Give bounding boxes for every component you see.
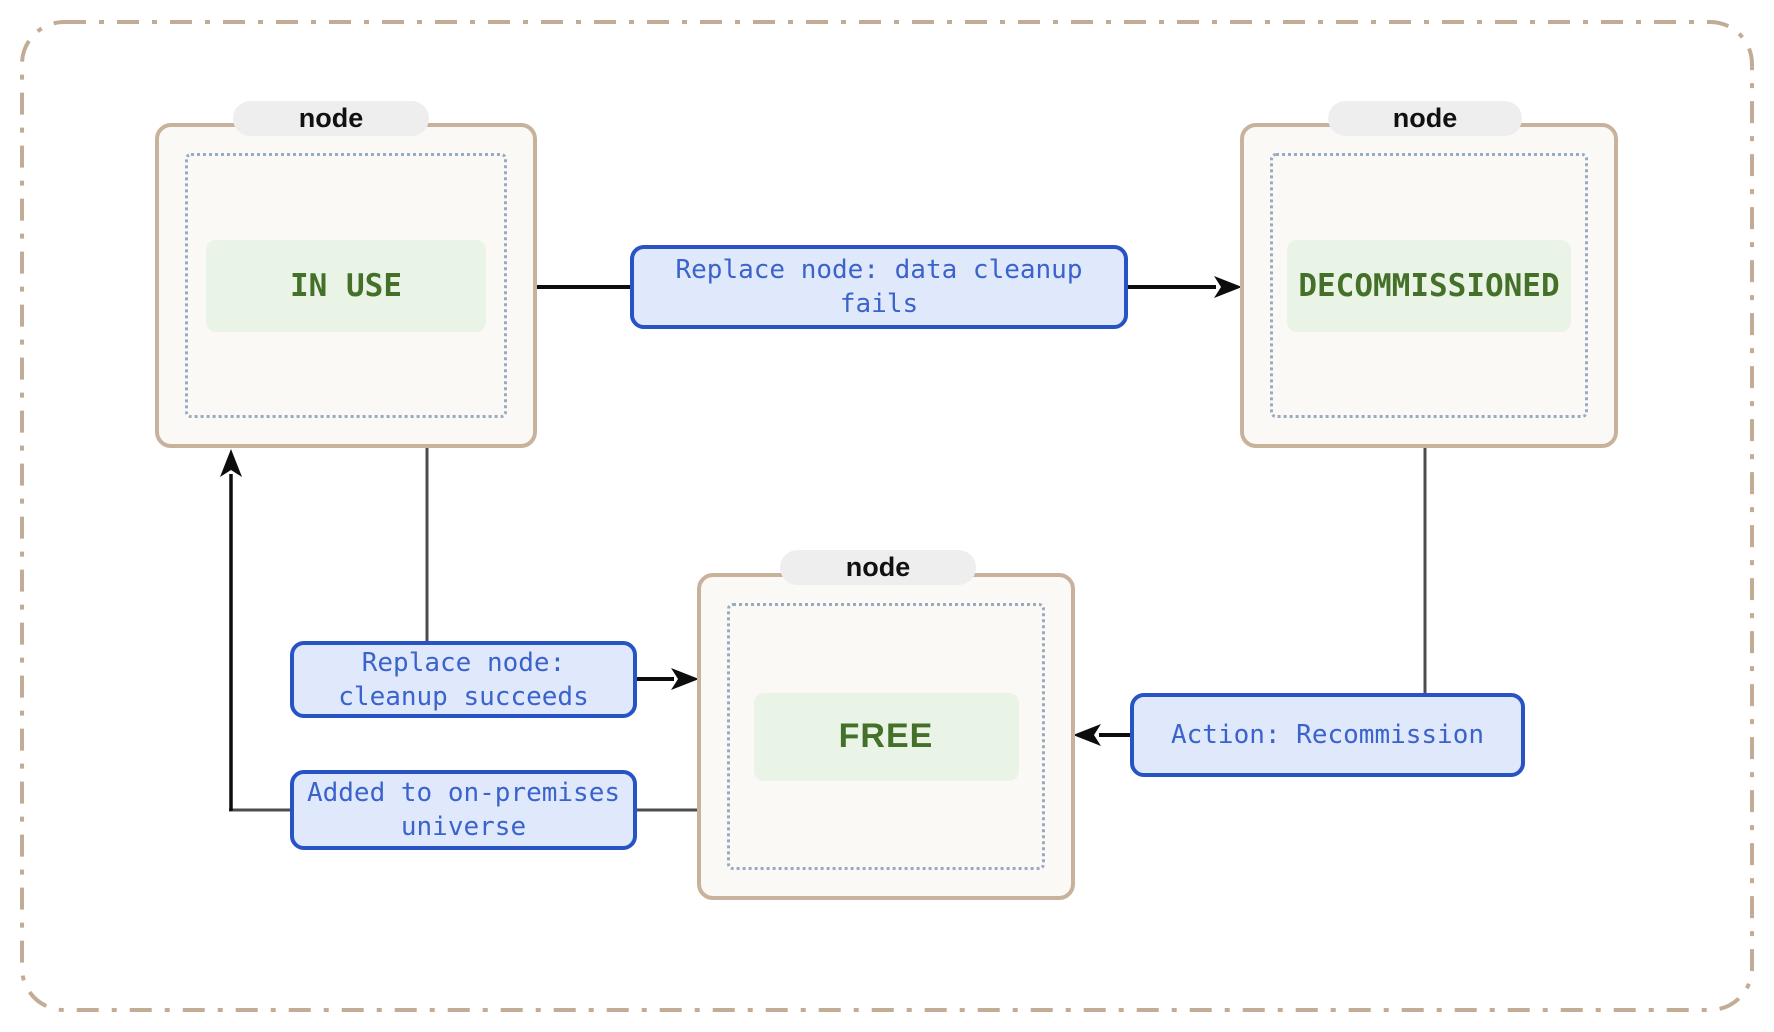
in-use-node-tab: node: [233, 101, 429, 136]
edge-label-action-recommission: Action: Recommission: [1130, 693, 1525, 777]
edge-label-text: Action: Recommission: [1170, 720, 1485, 750]
free-node-tab-label: node: [845, 552, 911, 582]
decommissioned-state-label: DECOMMISSIONED: [1298, 267, 1560, 304]
edge-label-replace-node-cleanup-succeeds: Replace node: cleanup succeeds: [290, 641, 637, 718]
free-node-tab: node: [780, 550, 976, 585]
edge-label-text: Added to on-premises universe: [306, 778, 621, 842]
arrowhead-into-decommissioned-icon: [1214, 276, 1242, 298]
edge-label-added-to-on-premises-universe: Added to on-premises universe: [290, 770, 637, 850]
in-use-state-label: IN USE: [290, 267, 402, 304]
arrowhead-into-free-right-icon: [1073, 724, 1101, 746]
arrowhead-into-in-use-icon: [220, 449, 242, 477]
decommissioned-state-pill: DECOMMISSIONED: [1287, 239, 1571, 332]
state-node-free: FREE: [697, 573, 1075, 900]
edge-label-text: Replace node: data cleanup fails: [675, 255, 1083, 319]
in-use-state-pill: IN USE: [206, 239, 486, 332]
edge-label-text: Replace node: cleanup succeeds: [338, 647, 589, 712]
state-node-decommissioned: DECOMMISSIONED: [1240, 123, 1618, 448]
decommissioned-node-tab: node: [1328, 101, 1522, 136]
state-node-in-use: IN USE: [155, 123, 537, 448]
free-state-label: FREE: [838, 717, 934, 755]
outer-dashed-border: [20, 20, 1754, 1012]
in-use-node-tab-label: node: [298, 103, 364, 133]
decommissioned-node-tab-label: node: [1392, 103, 1458, 133]
edge-label-replace-node-data-cleanup-fails: Replace node: data cleanup fails: [630, 245, 1128, 329]
arrowhead-into-free-left-icon: [671, 668, 699, 690]
free-state-pill: FREE: [753, 692, 1019, 781]
